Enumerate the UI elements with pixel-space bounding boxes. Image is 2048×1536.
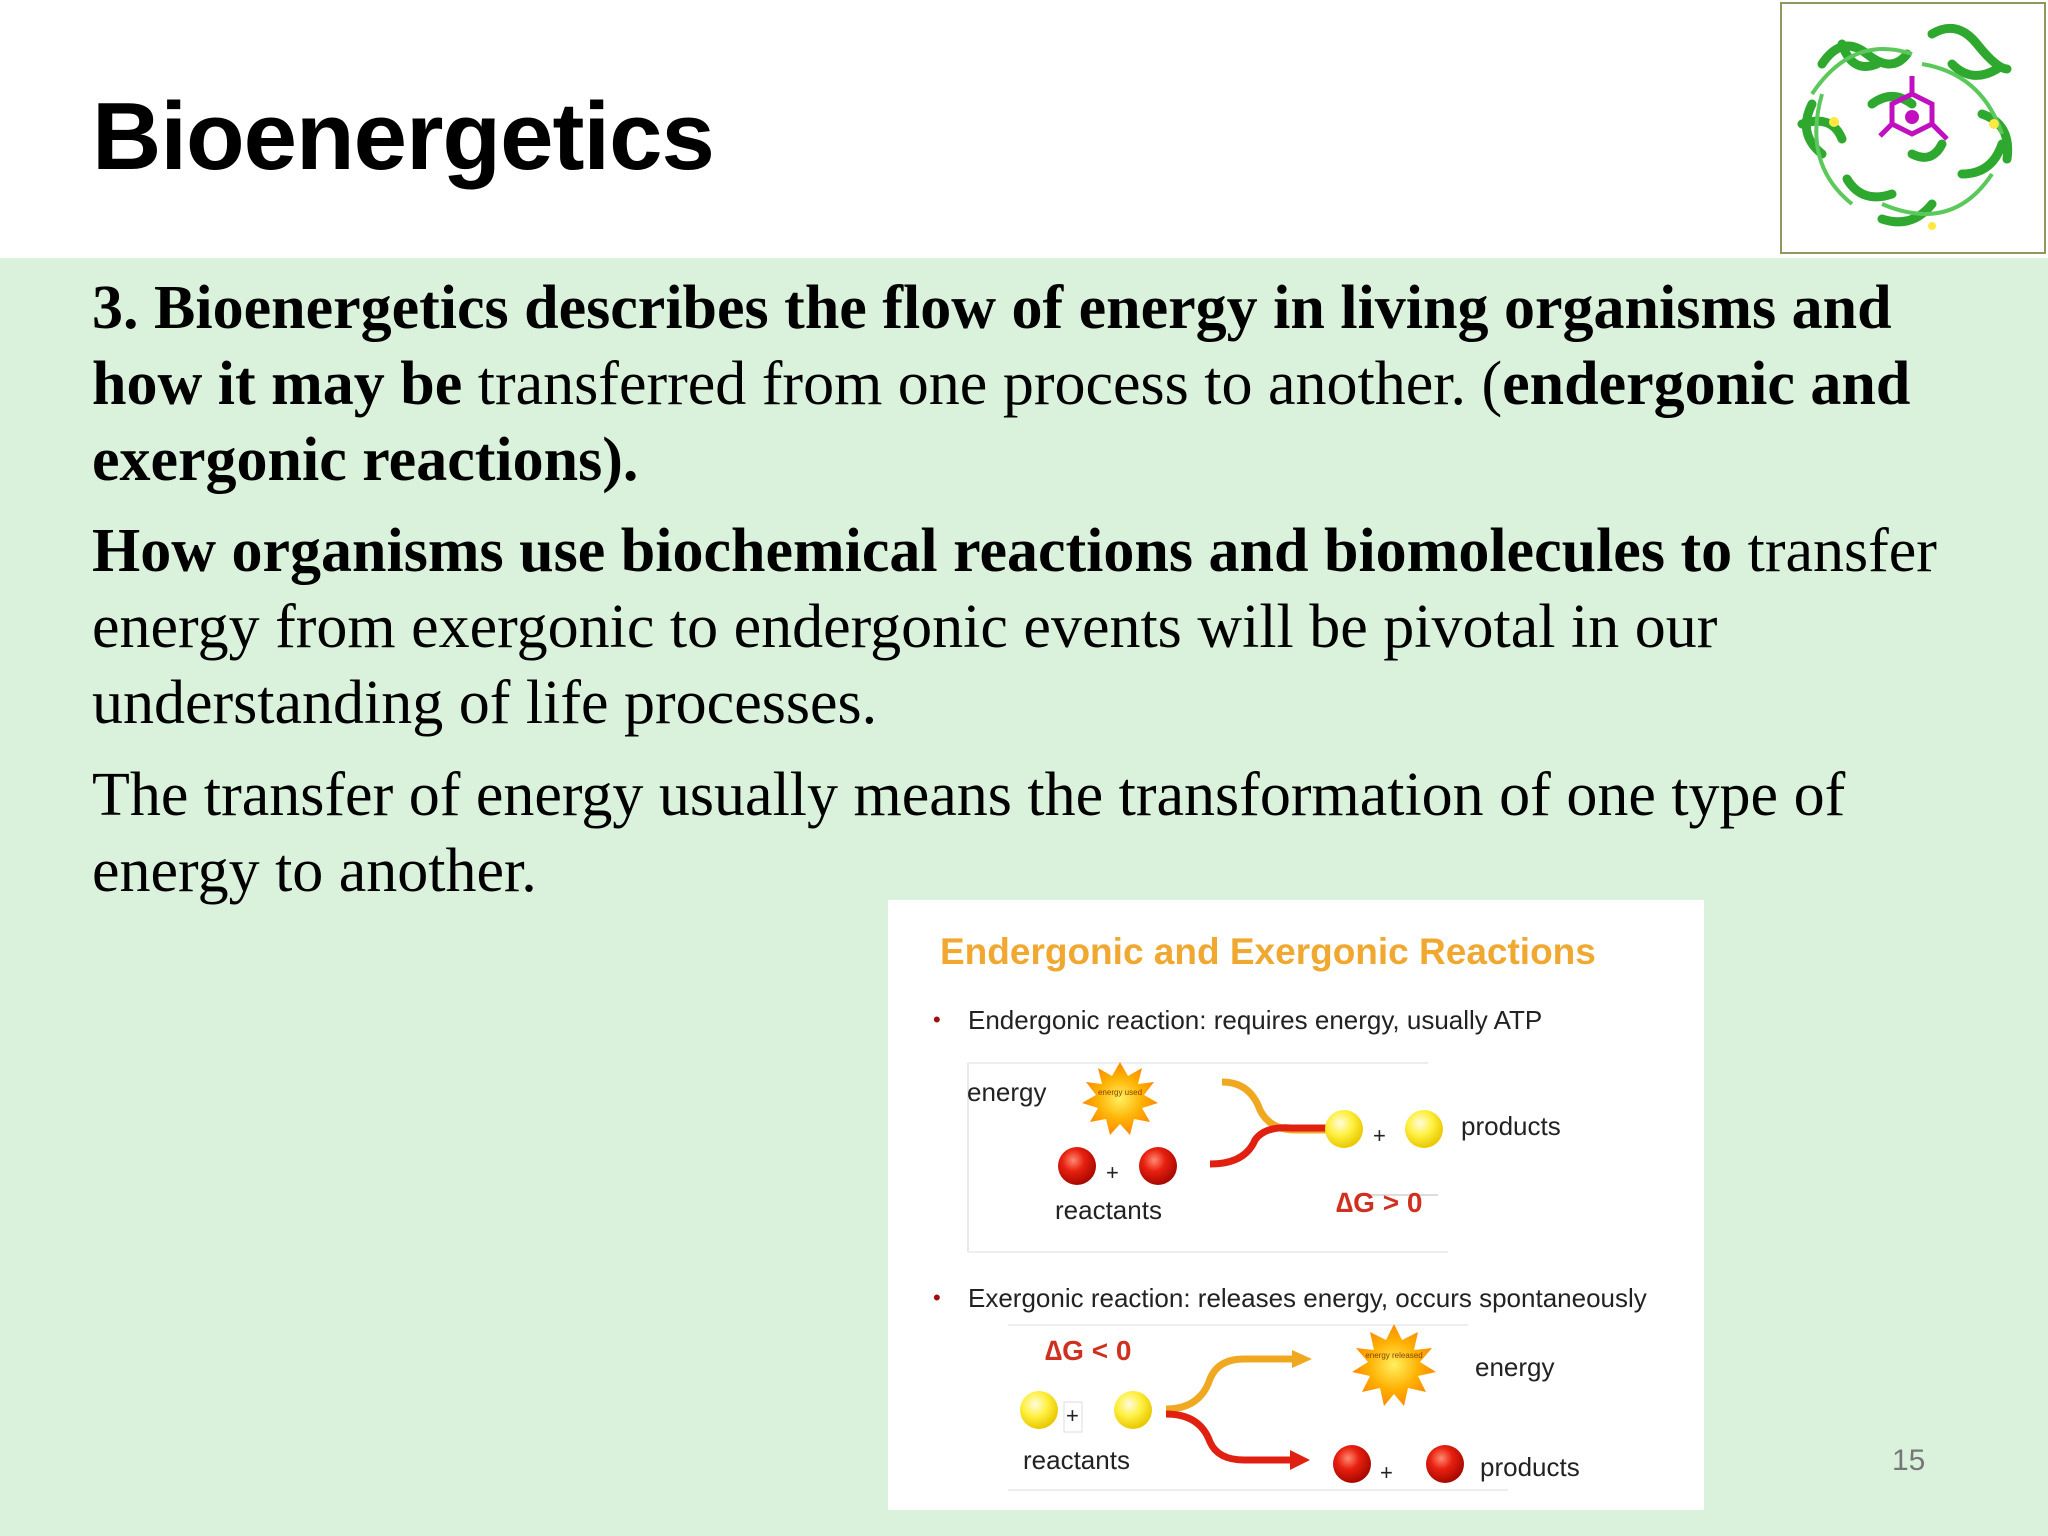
endergonic-sun-icon [1082,1062,1158,1135]
paragraph-2-normal: transfer energy from exergonic to enderg… [92,517,1937,737]
exergonic-sun-icon [1352,1324,1436,1406]
exergonic-bullet-text: Exergonic reaction: releases energy, occ… [968,1283,1647,1313]
exergonic-plus-1: + [1066,1403,1079,1428]
exergonic-arrow [1165,1410,1292,1464]
endergonic-delta-g: ∆G > 0 [1336,1187,1422,1218]
exergonic-product-2 [1426,1445,1464,1483]
endergonic-energy-label: energy [967,1077,1047,1107]
endergonic-arrow [1209,1124,1341,1168]
diagram-title: Endergonic and Exergonic Reactions [940,931,1596,972]
endergonic-reactant-2 [1139,1147,1177,1185]
paragraph-1-normal: transferred from one process to another.… [462,350,1503,418]
protein-structure-image [1780,2,2046,254]
exergonic-product-1 [1333,1445,1371,1483]
exergonic-reactants-label: reactants [1023,1445,1130,1475]
endergonic-plus-2: + [1373,1123,1386,1148]
endergonic-plus-1: + [1106,1160,1119,1185]
endergonic-reactant-1 [1058,1147,1096,1185]
reactions-diagram: Endergonic and Exergonic Reactions • End… [888,900,1704,1510]
exergonic-products-label: products [1480,1452,1580,1482]
paragraph-bioenergetics-definition: 3. Bioenergetics describes the flow of e… [92,270,1992,498]
slide-header: Bioenergetics [0,0,2048,258]
paragraph-organisms-energy: How organisms use biochemical reactions … [92,513,1992,741]
endergonic-reactants-label: reactants [1055,1195,1162,1225]
endergonic-product-2 [1405,1110,1443,1148]
protein-ribbon-icon [1797,23,2013,230]
exergonic-reactant-1 [1020,1391,1058,1429]
exergonic-reactant-2 [1114,1391,1152,1429]
exergonic-delta-g: ∆G < 0 [1045,1335,1131,1366]
paragraph-energy-transfer: The transfer of energy usually means the… [92,761,1846,905]
slide-title: Bioenergetics [92,83,715,190]
endergonic-bullet-text: Endergonic reaction: requires energy, us… [968,1005,1542,1035]
paragraph-1-bold-2: endergonic and exergonic reactions). [92,350,1911,494]
paragraph-1-bold: 3. Bioenergetics describes the flow of e… [92,274,1892,418]
paragraph-2-bold: How organisms use biochemical reactions … [92,517,1733,585]
exergonic-sun-label: energy released [1365,1351,1422,1360]
endergonic-sun-label: energy used [1098,1088,1142,1097]
exergonic-energy-label: energy [1475,1352,1555,1382]
endergonic-product-1 [1325,1110,1363,1148]
endergonic-products-label: products [1461,1111,1561,1141]
exergonic-bullet-symbol: • [933,1285,941,1310]
exergonic-plus-2: + [1380,1460,1393,1485]
endergonic-bullet-symbol: • [933,1007,941,1032]
page-number: 15 [1892,1444,1926,1477]
